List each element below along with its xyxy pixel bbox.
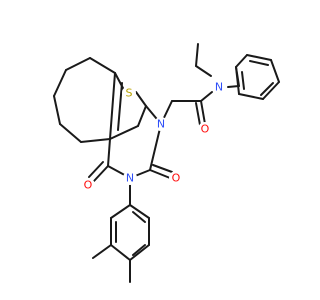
bond (195, 43, 199, 67)
bond (88, 161, 104, 178)
bond (149, 169, 171, 179)
bond (53, 69, 67, 97)
bond (235, 66, 240, 95)
oxygen-c2-label: O (172, 172, 181, 185)
bond (149, 123, 162, 171)
bond (270, 59, 280, 83)
oxygen-amide-label: O (201, 123, 210, 136)
bond (152, 164, 173, 173)
bond (110, 244, 131, 261)
bond (109, 125, 139, 140)
bond (80, 138, 111, 143)
bond (59, 123, 82, 143)
sulfur-atom: S (122, 86, 136, 100)
bond (114, 72, 125, 91)
bond (132, 211, 146, 223)
bond (135, 91, 147, 107)
bond (241, 71, 245, 90)
sulfur-label: S (126, 87, 133, 100)
oxygen-c4-atom: O (81, 178, 95, 192)
bond (260, 82, 274, 96)
bond (53, 95, 61, 125)
nitrogen-amide-atom: N (212, 80, 226, 94)
bonds (53, 43, 280, 283)
bond (107, 138, 111, 167)
bond (117, 82, 123, 131)
bond (89, 57, 116, 74)
bond (235, 54, 248, 68)
bond (129, 204, 150, 219)
bond (93, 165, 109, 182)
bond (137, 105, 147, 127)
molecule-structure: S N N N O O O (53, 43, 280, 283)
bond (246, 54, 272, 61)
nitrogen-amide-label: N (215, 81, 223, 94)
bond (109, 72, 116, 140)
nitrogen-ring-3-atom: N (123, 171, 137, 185)
bond (132, 244, 146, 256)
bond (200, 91, 213, 102)
bond (249, 60, 269, 66)
nitrogen-ring-1-label: N (157, 118, 165, 131)
oxygen-c4-label: O (84, 179, 93, 192)
bond (262, 81, 280, 100)
nitrogen-ring-1-atom: N (154, 117, 168, 131)
oxygen-amide-atom: O (198, 122, 212, 136)
bond (110, 204, 131, 219)
bond (65, 57, 91, 71)
bond (200, 100, 206, 125)
bond (129, 244, 150, 261)
nitrogen-ring-3-label: N (126, 172, 134, 185)
bond (238, 93, 264, 100)
bond (92, 244, 112, 259)
bond (195, 65, 212, 77)
oxygen-c2-atom: O (169, 171, 183, 185)
atom-labels: S N N N O O O (81, 80, 226, 192)
bond (195, 102, 201, 126)
